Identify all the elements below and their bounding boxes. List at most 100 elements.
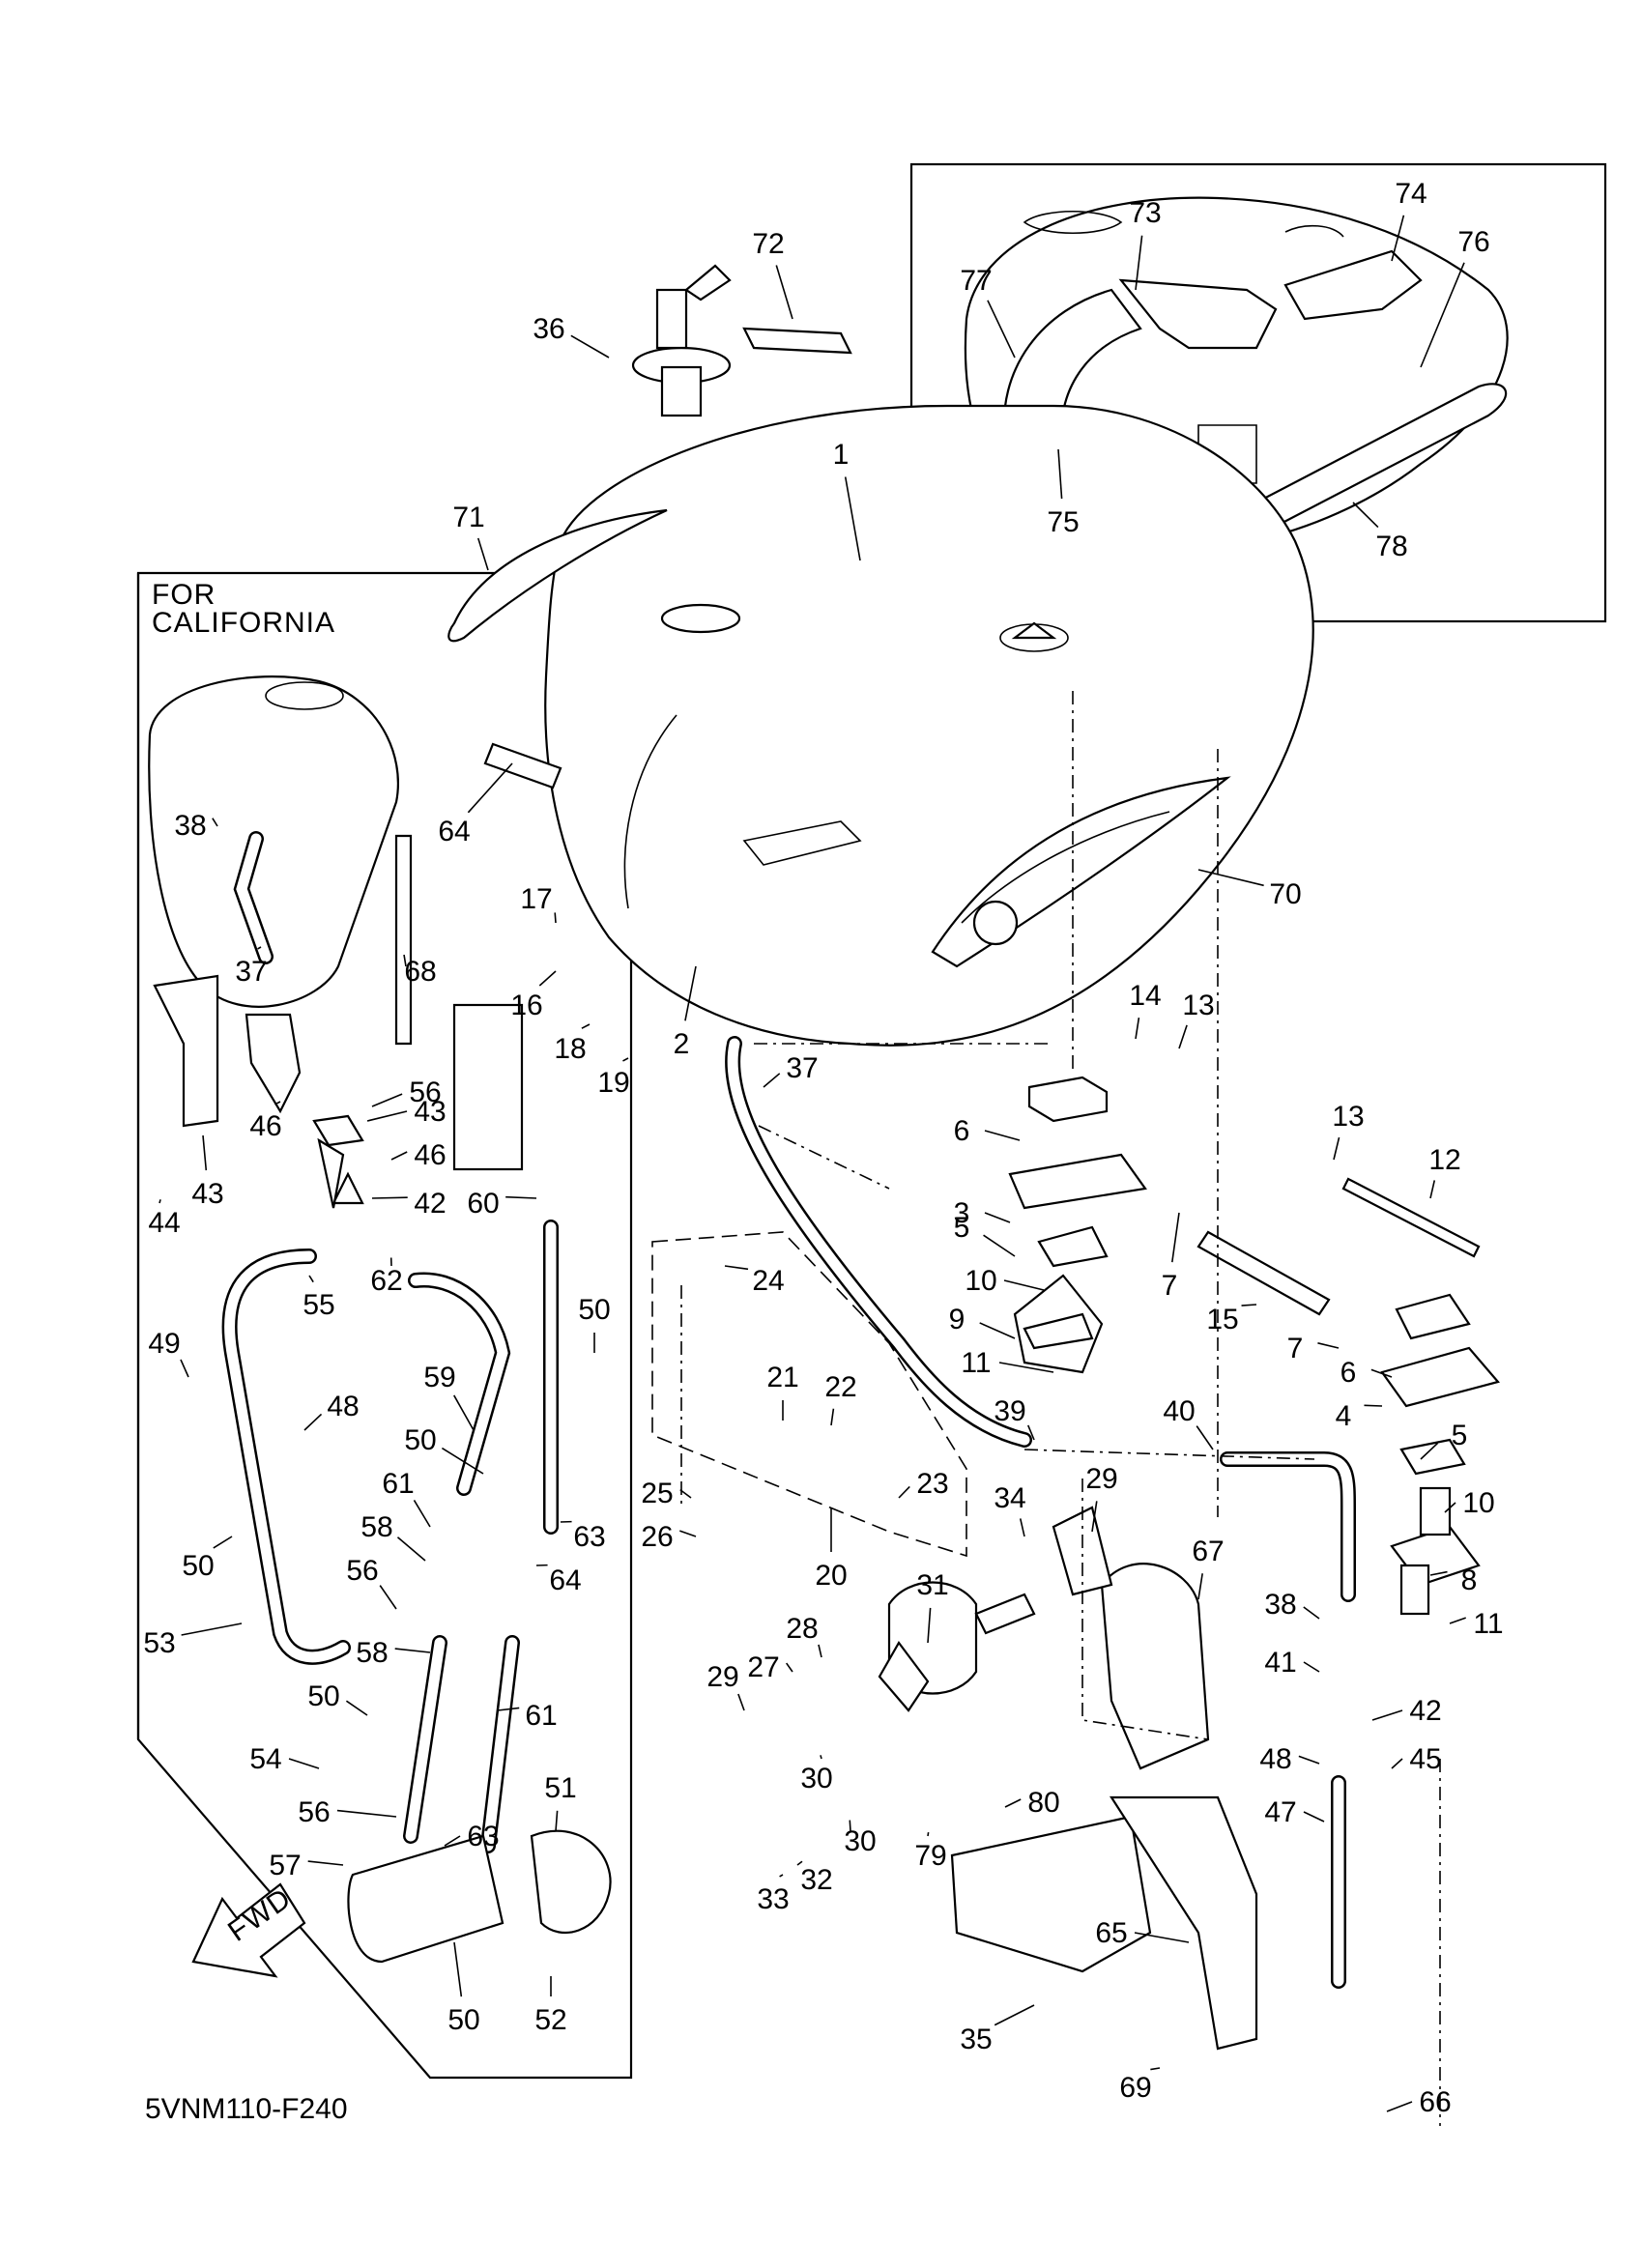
callout-44: 44 [148,1207,180,1239]
leader-72 [775,265,793,320]
callout-28: 28 [786,1613,818,1645]
callout-47: 47 [1264,1796,1296,1828]
leader-80 [1004,1798,1022,1808]
leader-39 [1027,1424,1035,1441]
leader-3 [984,1212,1011,1223]
leader-29 [737,1693,745,1711]
leader-19 [622,1057,629,1062]
callout-61: 61 [525,1700,557,1732]
callout-8: 8 [1461,1565,1478,1596]
callout-21: 21 [766,1362,798,1393]
leader-22 [830,1408,835,1426]
callout-58: 58 [356,1637,388,1669]
leader-13 [1178,1024,1188,1049]
leader-10 [1444,1502,1456,1513]
callout-76: 76 [1457,226,1489,258]
callout-64: 64 [438,816,470,847]
leader-37 [763,1073,781,1088]
hose-37 [725,1036,1032,1448]
callout-30: 30 [844,1825,876,1857]
callout-4: 4 [1336,1400,1352,1432]
callout-43: 43 [191,1178,223,1210]
leader-29 [1091,1501,1098,1533]
callout-56: 56 [409,1077,441,1108]
callout-50: 50 [182,1550,214,1582]
callout-43: 43 [414,1096,446,1128]
callout-3: 3 [954,1197,970,1229]
callout-50: 50 [404,1424,436,1456]
leader-40 [1196,1425,1214,1450]
leader-36 [570,334,610,359]
callout-56: 56 [298,1796,330,1828]
leader-46 [274,1101,281,1105]
callout-71: 71 [452,502,484,533]
callout-numbers: 1234556677891010111112131314151617181920… [143,178,1503,2118]
callout-19: 19 [597,1067,629,1099]
callout-79: 79 [914,1840,946,1872]
leader-64 [467,762,513,814]
leader-37 [257,946,262,950]
leader-24 [724,1265,749,1271]
leader-75 [1057,448,1063,500]
leader-11 [1449,1617,1466,1624]
callout-1: 1 [833,439,850,471]
callout-54: 54 [249,1743,281,1775]
leader-50 [213,1536,233,1549]
leader-58 [396,1536,426,1562]
decal-73 [742,327,852,355]
callout-11: 11 [1473,1608,1503,1640]
leader-41 [1303,1661,1320,1673]
leader-42 [1371,1709,1403,1721]
callout-66: 66 [1419,2086,1451,2118]
leader-18 [581,1023,591,1029]
california-parts [148,675,612,1964]
callout-46: 46 [249,1110,281,1142]
leader-66 [1386,2101,1413,2112]
leader-48 [1298,1755,1320,1765]
leader-35 [994,2004,1035,2026]
leader-38 [212,818,218,827]
callout-17: 17 [520,883,552,915]
callout-42: 42 [1409,1695,1441,1727]
leader-23 [898,1485,910,1499]
callout-10: 10 [1462,1487,1494,1519]
callout-11: 11 [961,1347,991,1379]
callout-34: 34 [994,1482,1025,1514]
leader-6 [984,1130,1021,1141]
callout-29: 29 [1085,1463,1117,1495]
callout-13: 13 [1182,990,1214,1021]
leader-78 [1352,502,1379,529]
callout-6: 6 [1340,1357,1357,1389]
leader-73 [1135,235,1143,291]
leader-56 [379,1585,397,1610]
fwd-arrow: FWD [191,1882,306,1978]
callout-38: 38 [174,810,206,842]
callout-61: 61 [382,1468,414,1500]
callout-46: 46 [414,1139,446,1171]
leader-50 [345,1700,368,1716]
callout-57: 57 [269,1850,301,1881]
callout-37: 37 [786,1052,818,1084]
brackets-right [1008,1076,1500,1616]
callout-48: 48 [1259,1743,1291,1775]
leader-14 [1135,1017,1140,1040]
callout-33: 33 [757,1883,789,1915]
callout-7: 7 [1162,1270,1178,1302]
callout-18: 18 [554,1033,586,1065]
leader-61 [413,1500,431,1528]
leader-56 [336,1809,397,1818]
callout-2: 2 [674,1028,690,1060]
callout-50: 50 [307,1680,339,1712]
leader-6 [1370,1368,1393,1378]
leader-31 [927,1607,932,1644]
leader-2 [684,965,697,1021]
callout-40: 40 [1163,1395,1195,1427]
callout-39: 39 [994,1395,1025,1427]
fuel-tank [544,404,1314,1047]
leader-74 [1391,215,1405,262]
callout-64: 64 [549,1565,581,1596]
callout-24: 24 [752,1265,784,1297]
callout-29: 29 [706,1661,738,1693]
callout-22: 22 [824,1371,856,1403]
callout-74: 74 [1395,178,1427,210]
